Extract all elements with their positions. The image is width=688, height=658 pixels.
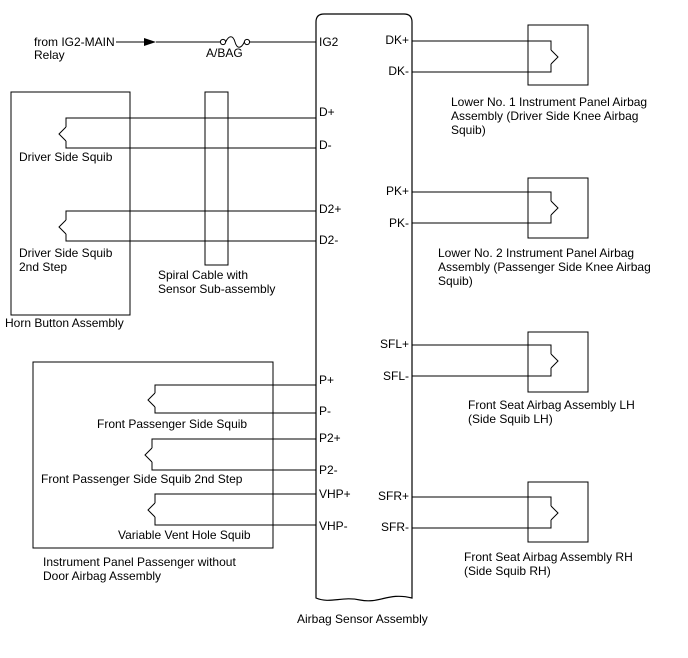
front-seat-airbag-lh: Front Seat Airbag Assembly LH (Side Squi…	[412, 331, 635, 426]
sfr-label-line2: (Side Squib RH)	[464, 564, 551, 578]
p2-minus-wire	[151, 462, 316, 471]
squib-icon	[147, 392, 156, 408]
passenger-squib-label: Front Passenger Side Squib	[97, 417, 247, 431]
sfl-minus-wire	[412, 368, 552, 377]
driver-squib2-label-line2: 2nd Step	[19, 260, 67, 274]
feed-arrow-icon	[144, 38, 156, 46]
lower-no2-airbag: Lower No. 2 Instrument Panel Airbag Asse…	[412, 177, 651, 288]
dk-plus-wire	[412, 40, 552, 50]
dk-label-line1: Lower No. 1 Instrument Panel Airbag	[451, 95, 647, 109]
squib-icon	[147, 502, 156, 518]
d2-plus-wire	[65, 210, 316, 220]
fuse-terminal-left	[219, 38, 227, 46]
power-feed: from IG2-MAIN Relay A/BAG	[34, 35, 316, 62]
pin-sfl-minus: SFL-	[383, 369, 409, 383]
spiral-cable-label-line1: Spiral Cable with	[158, 268, 248, 282]
p2-plus-wire	[151, 438, 316, 448]
spiral-cable-label-line2: Sensor Sub-assembly	[158, 282, 275, 296]
dk-label-line3: Squib)	[451, 123, 486, 137]
pin-p2-minus: P2-	[319, 463, 338, 477]
horn-button-assembly: Horn Button Assembly Driver Side Squib D…	[5, 91, 316, 330]
dk-minus-wire	[412, 64, 552, 73]
vhp-minus-wire	[154, 517, 316, 526]
pin-p2-plus: P2+	[319, 431, 341, 445]
pin-p-minus: P-	[319, 404, 331, 418]
squib-icon	[550, 49, 559, 65]
vent-squib-label: Variable Vent Hole Squib	[118, 528, 251, 542]
pin-sfr-minus: SFR-	[381, 520, 409, 534]
d-minus-wire	[65, 141, 316, 149]
sfl-label-line1: Front Seat Airbag Assembly LH	[468, 398, 635, 412]
pin-vhp-plus: VHP+	[319, 487, 351, 501]
pin-d-plus: D+	[319, 105, 335, 119]
passenger-assembly-label-line2: Door Airbag Assembly	[43, 569, 161, 583]
fuse-icon	[225, 36, 245, 48]
squib-icon	[550, 505, 559, 521]
pin-pk-plus: PK+	[386, 184, 409, 198]
sfr-plus-wire	[412, 496, 552, 506]
pin-dk-minus: DK-	[388, 64, 409, 78]
p-plus-wire	[154, 384, 316, 393]
driver-squib-label: Driver Side Squib	[19, 150, 113, 164]
sfr-component-box	[527, 481, 589, 543]
spiral-cable-box	[204, 91, 229, 266]
power-source-label-line2: Relay	[34, 48, 65, 62]
pk-label-line2: Assembly (Passenger Side Knee Airbag	[438, 260, 651, 274]
pin-dk-plus: DK+	[385, 33, 409, 47]
passenger-assembly-label-line1: Instrument Panel Passenger without	[43, 555, 236, 569]
sfl-label-line2: (Side Squib LH)	[468, 412, 553, 426]
pin-sfl-plus: SFL+	[380, 337, 409, 351]
squib-icon	[144, 447, 153, 463]
power-source-label: from IG2-MAIN	[34, 35, 115, 49]
fuse-label: A/BAG	[206, 46, 243, 60]
lower-no1-airbag: Lower No. 1 Instrument Panel Airbag Asse…	[412, 24, 647, 137]
ecu-outline	[315, 13, 413, 602]
squib-icon	[550, 353, 559, 369]
pin-vhp-minus: VHP-	[319, 519, 348, 533]
squib-icon	[58, 126, 67, 142]
pin-ig2: IG2	[319, 35, 339, 49]
vhp-plus-wire	[154, 493, 316, 503]
squib-icon	[58, 219, 67, 235]
front-seat-airbag-rh: Front Seat Airbag Assembly RH (Side Squi…	[412, 481, 633, 578]
pk-minus-wire	[412, 215, 552, 224]
d-plus-wire	[65, 117, 316, 127]
sfr-minus-wire	[412, 520, 552, 529]
d2-minus-wire	[65, 234, 316, 242]
driver-squib2-label-line1: Driver Side Squib	[19, 246, 113, 260]
passenger-squib2-label: Front Passenger Side Squib 2nd Step	[41, 472, 243, 486]
sfl-component-box	[527, 331, 589, 393]
p-minus-wire	[154, 407, 316, 414]
pin-pk-minus: PK-	[389, 216, 409, 230]
sfl-plus-wire	[412, 344, 552, 354]
ecu-name: Airbag Sensor Assembly	[297, 612, 428, 626]
pk-label-line1: Lower No. 2 Instrument Panel Airbag	[438, 246, 634, 260]
squib-icon	[550, 200, 559, 216]
horn-button-box	[10, 91, 131, 316]
pin-d2-minus: D2-	[319, 233, 338, 247]
pk-label-line3: Squib)	[438, 274, 473, 288]
passenger-airbag-assembly: Instrument Panel Passenger without Door …	[32, 361, 316, 583]
pk-plus-wire	[412, 191, 552, 201]
pin-sfr-plus: SFR+	[378, 489, 409, 503]
airbag-sensor-assembly: Airbag Sensor Assembly IG2 D+ D- D2+ D2-…	[297, 13, 428, 626]
dk-component-box	[527, 24, 589, 86]
horn-button-label: Horn Button Assembly	[5, 316, 124, 330]
pk-component-box	[527, 177, 589, 239]
dk-label-line2: Assembly (Driver Side Knee Airbag	[451, 109, 638, 123]
fuse-terminal-right	[243, 38, 251, 46]
pin-d-minus: D-	[319, 138, 332, 152]
pin-d2-plus: D2+	[319, 202, 341, 216]
sfr-label-line1: Front Seat Airbag Assembly RH	[464, 550, 633, 564]
spiral-cable: Spiral Cable with Sensor Sub-assembly	[158, 91, 275, 296]
pin-p-plus: P+	[319, 373, 334, 387]
passenger-airbag-box	[32, 361, 274, 549]
